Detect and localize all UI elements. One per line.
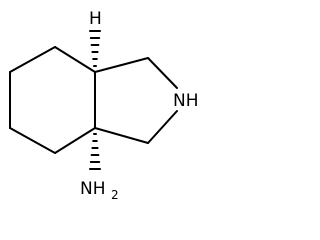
bond-c4-c5 [9,46,56,73]
amine-label: NH [80,179,106,199]
bond-c7-c7a [54,127,96,154]
hashed-wedge-bond-h [89,30,101,67]
bond-c6-c7 [9,127,56,154]
bond-c3a-c4 [54,46,96,73]
bond-c3a-c1 [94,57,149,73]
bond-c1-n2 [147,57,178,89]
molecule-structure: H NH NH 2 [9,9,199,202]
bond-n2-c3 [147,110,178,144]
bond-c3-c7a [94,127,149,144]
hashed-wedge-bond-nh2 [89,133,101,170]
ring-nh-label: NH [173,91,199,111]
amine-subscript: 2 [111,188,119,202]
stereo-h-label: H [89,9,102,29]
